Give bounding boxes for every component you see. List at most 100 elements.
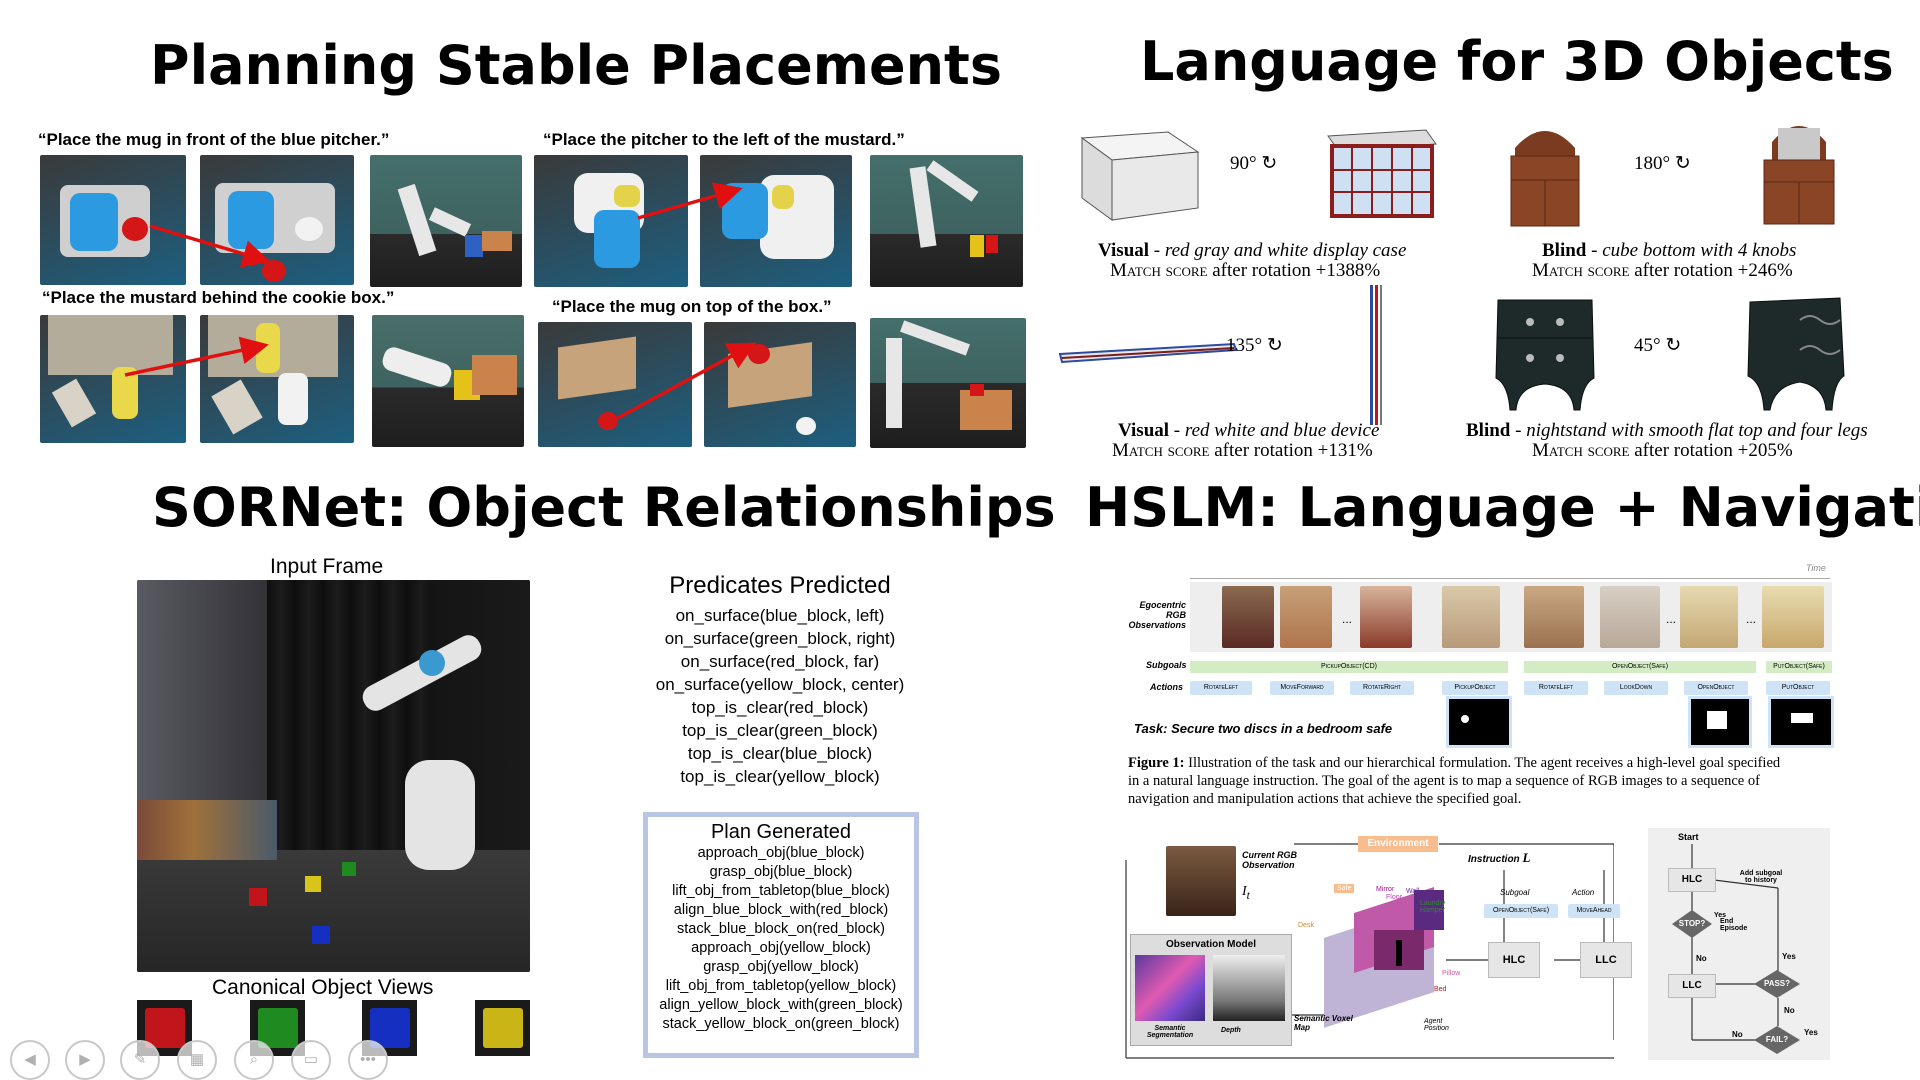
- display-case-rotated: [1327, 129, 1437, 218]
- plan-box: Plan Generated approach_obj(blue_block) …: [643, 812, 919, 1058]
- yellow-block: [305, 876, 321, 892]
- q1-caption-2: “Place the pitcher to the left of the mu…: [543, 130, 905, 149]
- plan-step: align_yellow_block_with(green_block): [659, 997, 903, 1013]
- plan-step: lift_obj_from_tabletop(yellow_block): [665, 978, 897, 994]
- flow-llc-box: LLC: [1668, 974, 1716, 998]
- subtitle-icon[interactable]: ▭: [291, 1040, 331, 1080]
- plan-step: approach_obj(blue_block): [697, 845, 865, 861]
- green-cube: [258, 1008, 298, 1048]
- zoom-icon[interactable]: ⌕: [234, 1040, 274, 1080]
- arrow-4: [617, 342, 757, 420]
- q1-arrows: [124, 182, 757, 420]
- voxel-map-label: Semantic Voxel Map: [1294, 1014, 1353, 1032]
- flow-yes: Yes: [1714, 912, 1727, 919]
- architecture-diagram: Environment Current RGB Observation It I…: [1124, 830, 1632, 1062]
- mask-2: [1688, 696, 1752, 748]
- depth-image: [1213, 955, 1285, 1021]
- voxel-label: Safe: [1334, 884, 1355, 893]
- q2-item-3-desc: Visual - red white and blue device: [1118, 420, 1380, 441]
- dresser-rotated: [1763, 126, 1835, 225]
- pointcloud-mug-box-before: [538, 322, 692, 447]
- predicates-heading: Predicates Predicted: [669, 572, 891, 599]
- obs-frame: [1762, 586, 1824, 648]
- voxel-label: Bed: [1434, 986, 1447, 993]
- nightstand-rotated: [1747, 297, 1845, 411]
- pointcloud-mustard-before: [40, 315, 186, 443]
- prev-icon[interactable]: ◀: [10, 1040, 50, 1080]
- subgoal-value-chip: OpenObject(Safe): [1484, 904, 1558, 918]
- red-cube: [145, 1008, 185, 1048]
- flow-end-label: End Episode: [1720, 918, 1748, 932]
- arrow-3: [124, 336, 269, 377]
- pointcloud-pitcher-before: [534, 155, 688, 287]
- action-chip: LookDown: [1604, 681, 1668, 695]
- predicate: on_surface(green_block, right): [664, 629, 896, 648]
- subgoals-label: Subgoals: [1146, 660, 1187, 670]
- predicate: top_is_clear(blue_block): [687, 744, 873, 763]
- q1-caption-3: “Place the mustard behind the cookie box…: [42, 288, 395, 307]
- flow-no: No: [1696, 954, 1707, 963]
- depth-label: Depth: [1221, 1027, 1241, 1034]
- rotation-45: 45° ↻: [1634, 335, 1682, 356]
- rotate-icon: ↻: [1261, 153, 1278, 174]
- action-label: Action: [1572, 888, 1595, 897]
- flowchart-lines: [1691, 844, 1779, 1041]
- obs-frame: [1680, 586, 1738, 648]
- action-chip: OpenObject: [1684, 681, 1748, 695]
- figure-caption: Figure 1: Illustration of the task and o…: [1128, 755, 1781, 807]
- voxel-label: Floor: [1386, 894, 1402, 901]
- canonical-views-label: Canonical Object Views: [212, 976, 434, 999]
- flow-no: No: [1784, 1006, 1795, 1015]
- time-label: Time: [1806, 563, 1826, 573]
- action-chip: RotateRight: [1350, 681, 1414, 695]
- pointcloud-mug-after: [200, 155, 354, 285]
- nightstand-plain: [1495, 299, 1595, 411]
- action-chip: MoveForward: [1270, 681, 1334, 695]
- plan-step: grasp_obj(yellow_block): [703, 959, 859, 975]
- q2-item-2-desc: Blind - cube bottom with 4 knobs: [1542, 240, 1797, 261]
- q2-title: Language for 3D Objects: [1140, 30, 1894, 93]
- flow-start: Start: [1678, 832, 1699, 842]
- pointcloud-pitcher-after: [700, 155, 852, 287]
- q2-item-4-desc: Blind - nightstand with smooth flat top …: [1466, 420, 1868, 441]
- q2-item-1-desc: Visual - red gray and white display case: [1098, 240, 1407, 261]
- device-rotated: [1370, 285, 1382, 425]
- mask-3: [1768, 696, 1834, 748]
- obs-frame: [1222, 586, 1274, 648]
- display-case-plain: [1080, 131, 1200, 221]
- pen-icon[interactable]: ✎: [120, 1040, 160, 1080]
- obs-frame: [1442, 586, 1500, 648]
- q2-item-2-score: Match score after rotation +246%: [1532, 260, 1793, 281]
- semantic-seg-image: [1135, 955, 1205, 1021]
- task-text: Task: Secure two discs in a bedroom safe: [1134, 721, 1393, 736]
- predicate: top_is_clear(green_block): [682, 721, 878, 740]
- current-rgb-label: Current RGB Observation: [1242, 850, 1298, 870]
- more-icon[interactable]: •••: [348, 1040, 388, 1080]
- red-block: [249, 888, 267, 906]
- robot-photo-1: [370, 155, 522, 287]
- canonical-yellow: [475, 1000, 530, 1056]
- q1-caption-4: “Place the mug on top of the box.”: [552, 297, 832, 316]
- voxel-label: Pillow: [1442, 970, 1461, 977]
- plan-step: stack_blue_block_on(red_block): [677, 921, 885, 937]
- flow-no: No: [1732, 1030, 1743, 1039]
- arrow-2: [637, 182, 743, 220]
- flow-hlc-box: HLC: [1668, 868, 1716, 892]
- egocentric-label: Egocentric RGB Observations: [1128, 600, 1186, 630]
- obs-model-title: Observation Model: [1165, 939, 1256, 950]
- action-chip: RotateLeft: [1190, 681, 1252, 695]
- q2-item-3-score: Match score after rotation +131%: [1112, 440, 1373, 461]
- predicate: on_surface(yellow_block, center): [655, 675, 905, 694]
- next-icon[interactable]: ▶: [65, 1040, 105, 1080]
- q1-caption-1: “Place the mug in front of the blue pitc…: [38, 130, 390, 149]
- predicate: on_surface(blue_block, left): [675, 606, 885, 625]
- gallery-icon[interactable]: ▦: [177, 1040, 217, 1080]
- flow-add-label: Add subgoal to history: [1739, 870, 1783, 884]
- obs-frame: [1280, 586, 1332, 648]
- flowchart: Start HLC STOP? End Episode Yes No LLC P…: [1648, 828, 1830, 1060]
- q1-title: Planning Stable Placements: [150, 34, 1003, 97]
- rotate-icon: ↻: [1674, 153, 1691, 174]
- pointcloud-mug-before: [40, 155, 186, 285]
- plan-step: align_blue_block_with(red_block): [673, 902, 889, 918]
- obs-frame: [1360, 586, 1412, 648]
